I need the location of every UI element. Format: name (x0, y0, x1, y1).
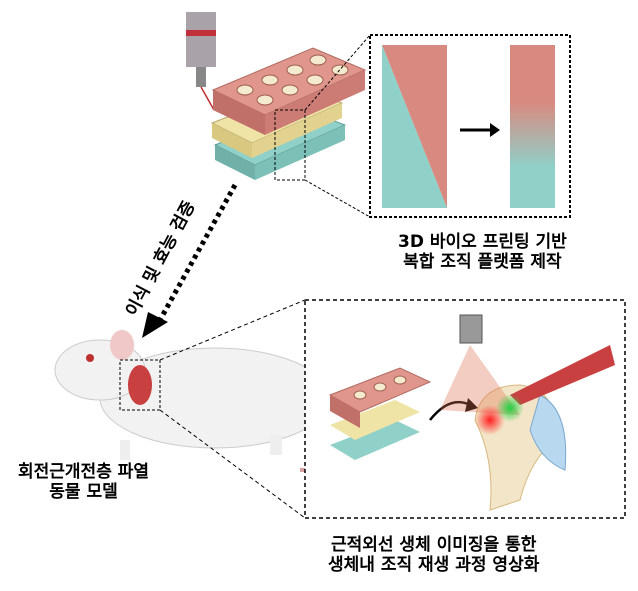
imaging-label: 근적외선 생체 이미징을 통한 생체내 조직 재생 과정 영상화 (328, 535, 539, 576)
animal-model-line2: 동물 모델 (49, 482, 118, 503)
arrow-down-icon (142, 312, 168, 338)
fabrication-label-line1: 3D 바이오 프린팅 기반 (398, 232, 567, 252)
animal-model-label: 회전근개전층 파열 동물 모델 (18, 462, 149, 503)
fabrication-label-line2: 복합 조직 플랫폼 제작 (403, 252, 562, 273)
imaging-label-line2: 생체내 조직 재생 과정 영상화 (328, 555, 540, 576)
imaging-probe-icon (459, 314, 483, 344)
imaging-label-line1: 근적외선 생체 이미징을 통한 (330, 535, 537, 555)
arrow-right-icon (490, 123, 500, 137)
printer-nozzle-icon (186, 12, 216, 111)
fabrication-label: 3D 바이오 프린팅 기반 복합 조직 플랫폼 제작 (398, 232, 567, 273)
mouse-illustration (54, 330, 364, 512)
animal-model-line1: 회전근개전층 파열 (18, 462, 150, 482)
